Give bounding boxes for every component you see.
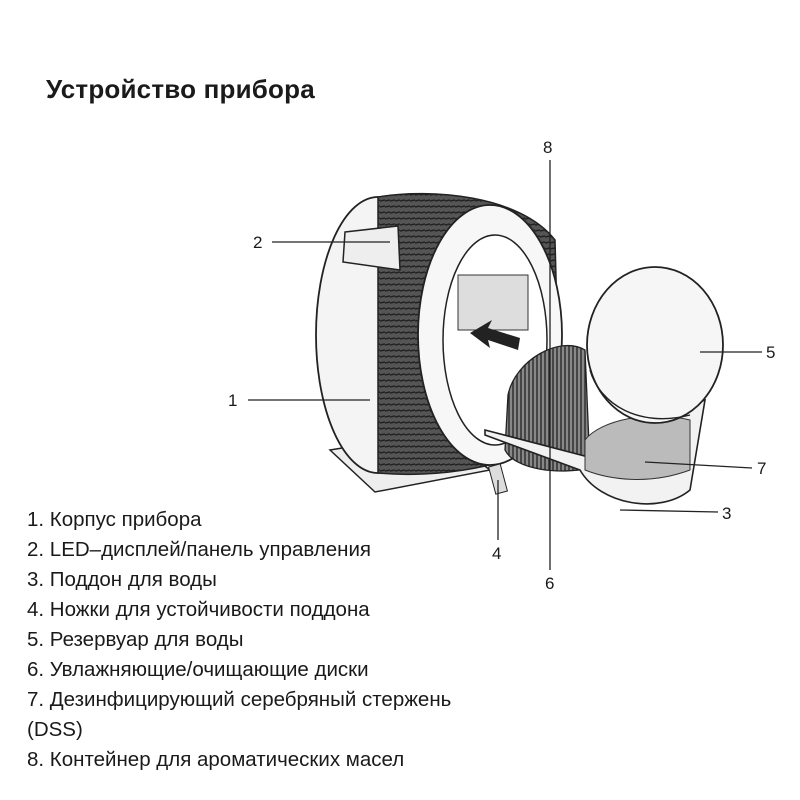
reservoir	[586, 266, 724, 424]
page-title: Устройство прибора	[46, 74, 315, 104]
callout-2: 2	[253, 233, 263, 252]
tray-leg	[487, 463, 509, 495]
callout-5: 5	[766, 343, 776, 362]
callout-3: 3	[722, 504, 732, 523]
callout-4: 4	[492, 544, 502, 563]
legend-item: 2. LED–дисплей/панель управления	[27, 538, 372, 561]
legend-item: (DSS)	[27, 718, 83, 741]
callout-7: 7	[757, 459, 767, 478]
legend-item: 8. Контейнер для ароматических масел	[27, 748, 405, 771]
leader-lines	[248, 160, 762, 570]
parts-legend: 1. Корпус прибора 2. LED–дисплей/панель …	[27, 505, 451, 775]
callout-8: 8	[543, 138, 553, 157]
legend-item: 7. Дезинфицирующий серебряный стержень	[27, 688, 452, 711]
legend-item: 3. Поддон для воды	[27, 568, 217, 591]
callout-6: 6	[545, 574, 555, 593]
discs	[504, 344, 591, 472]
legend-item: 5. Резервуар для воды	[27, 628, 244, 651]
legend-item: 1. Корпус прибора	[27, 508, 202, 531]
callout-1: 1	[228, 391, 238, 410]
legend-item: 6. Увлажняющие/очищающие диски	[27, 658, 369, 681]
arrow	[470, 320, 520, 350]
legend-item: 4. Ножки для устойчивости поддона	[27, 598, 370, 621]
led-panel	[342, 225, 401, 271]
